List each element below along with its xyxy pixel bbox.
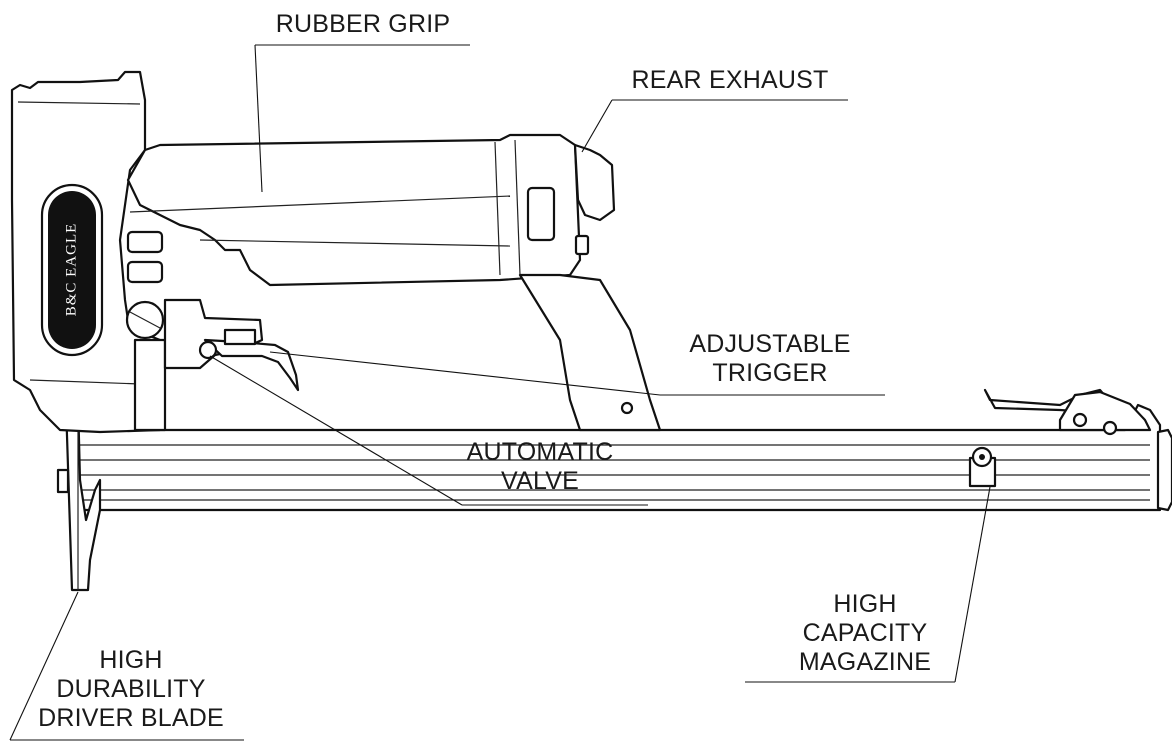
leader-lines	[9, 44, 991, 741]
label-driver-blade: HIGH DURABILITY DRIVER BLADE	[38, 646, 224, 732]
head-housing	[10, 70, 264, 434]
magazine	[70, 388, 1172, 512]
label-high-capacity-magazine: HIGH CAPACITY MAGAZINE	[798, 590, 932, 676]
label-rear-exhaust: REAR EXHAUST	[631, 66, 829, 94]
label-rubber-grip: RUBBER GRIP	[275, 10, 451, 38]
driver-blade	[56, 398, 102, 592]
label-adjustable-trigger: ADJUSTABLE TRIGGER	[689, 330, 851, 387]
label-automatic-valve: AUTOMATIC VALVE	[466, 438, 614, 495]
brand-logo-text: B&C EAGLE	[63, 222, 80, 317]
